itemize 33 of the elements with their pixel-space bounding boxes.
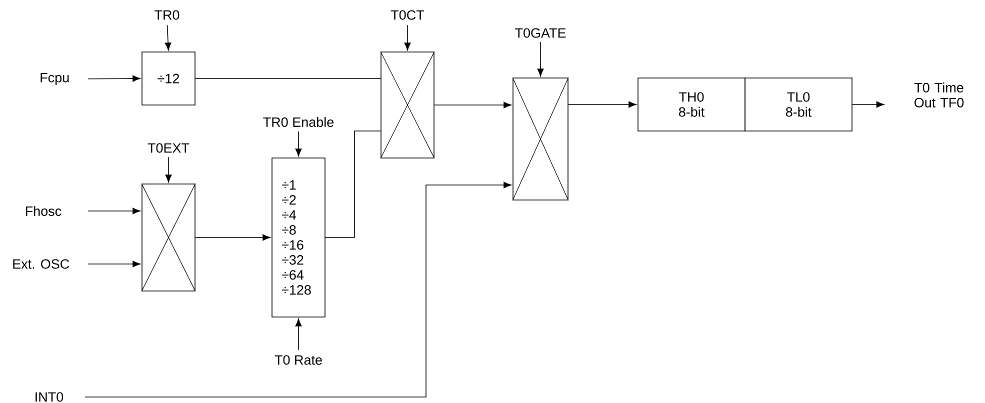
register-box: TH0 8-bit: [638, 78, 746, 132]
arrow: [88, 208, 140, 214]
signal-label: TR0: [154, 10, 180, 20]
arrow: [88, 260, 140, 268]
signal-label: T0GATE: [515, 28, 566, 38]
signal-label: T0 Rate: [274, 355, 322, 365]
arrow: [165, 156, 172, 182]
signal-label: TR0 Enable: [263, 117, 334, 127]
arrow: [568, 101, 636, 108]
signal-label: Fcpu: [40, 72, 69, 86]
arrow: [88, 75, 140, 82]
connector-line: [325, 130, 381, 238]
multiplexer-box: [141, 183, 196, 292]
prescaler-box: ÷1 ÷2 ÷4 ÷8 ÷16 ÷32 ÷64 ÷128: [272, 158, 326, 318]
arrow: [434, 102, 512, 108]
arrow: [537, 42, 544, 76]
multiplexer-box: [380, 51, 435, 159]
arrow: [295, 318, 302, 350]
arrow: [295, 130, 302, 156]
arrow: [404, 24, 411, 50]
arrow: [852, 101, 884, 108]
connector-line: [195, 78, 381, 79]
arrow: [84, 182, 512, 398]
register-box: TL0 8-bit: [744, 78, 852, 132]
signal-label: T0EXT: [148, 143, 190, 153]
signal-label: Ext. OSC: [13, 259, 70, 269]
signal-label: Fhosc: [26, 206, 62, 216]
signal-label: INT0: [36, 392, 64, 402]
arrow: [164, 24, 172, 50]
arrow: [195, 234, 270, 241]
multiplexer-box: [512, 77, 569, 201]
signal-label: T0 Time Out TF0: [914, 82, 964, 108]
signal-label: T0CT: [390, 10, 424, 20]
